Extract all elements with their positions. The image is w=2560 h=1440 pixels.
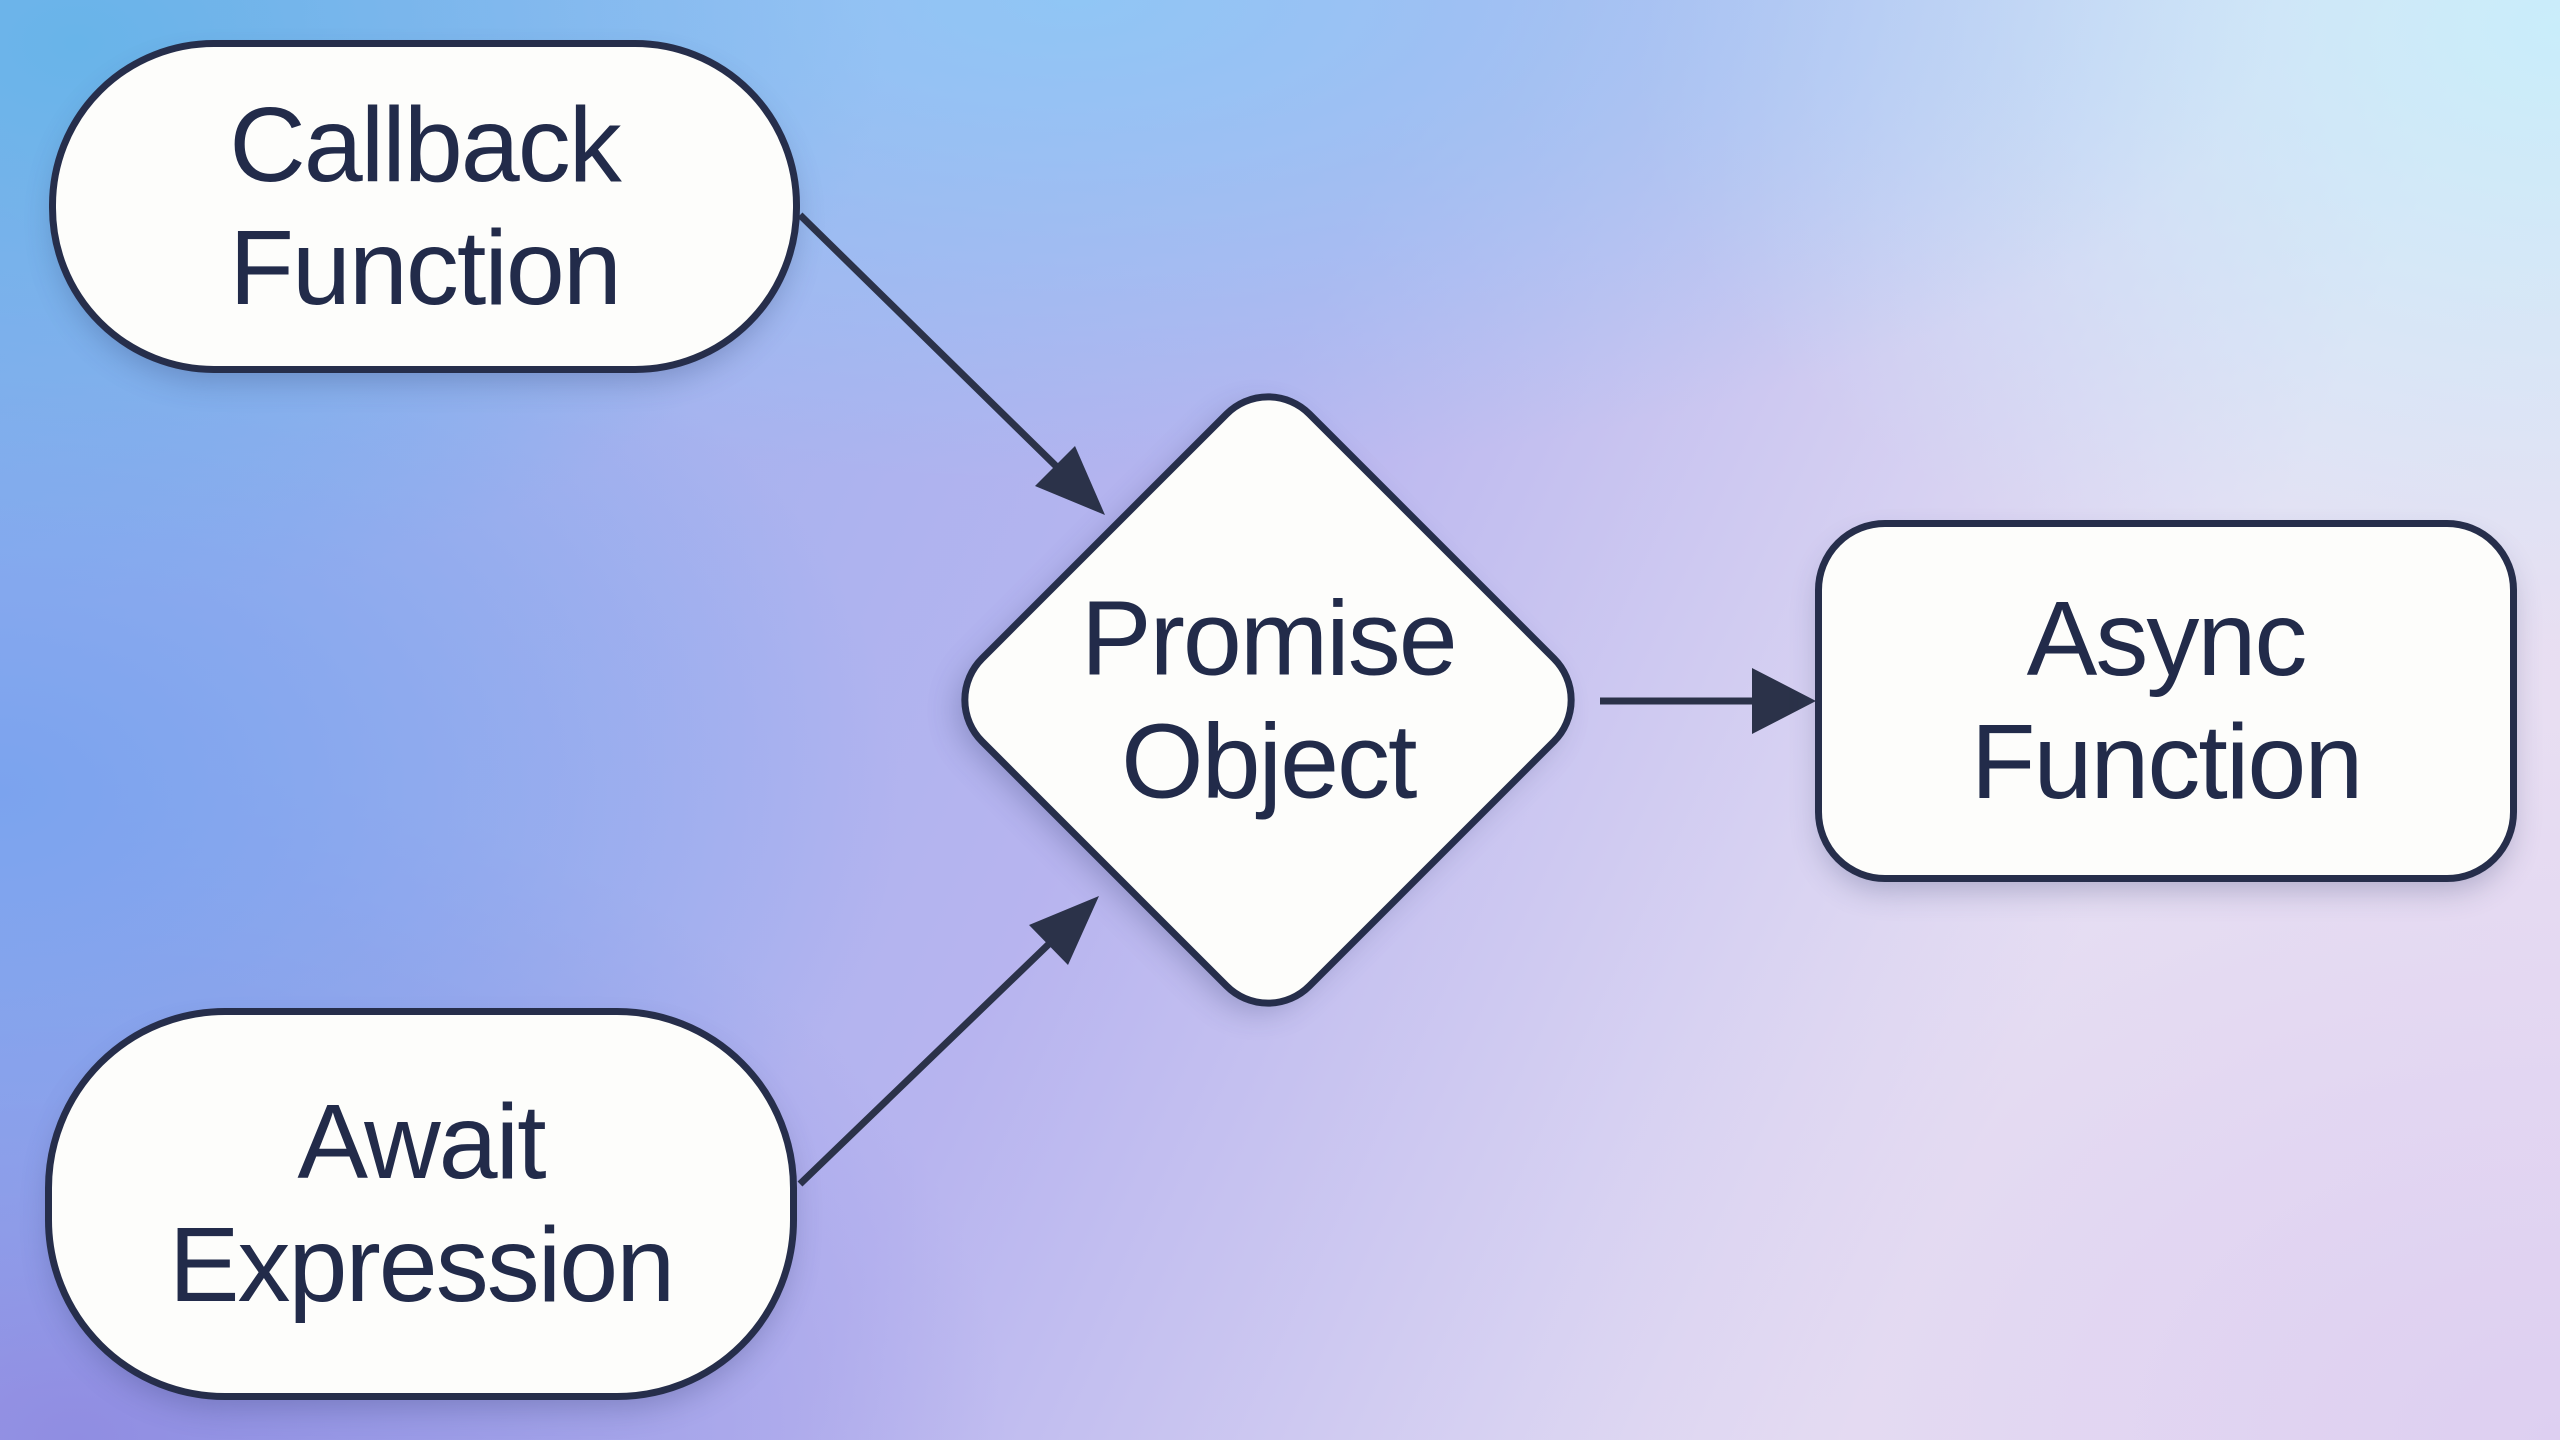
edge-await-to-promise <box>797 896 1099 1187</box>
node-await-expression-label: Await Expression <box>168 1081 675 1327</box>
node-promise-object-label: Promise Object <box>1081 577 1456 823</box>
edge-promise-to-async <box>1600 668 1816 734</box>
node-callback-function-line2: Function <box>229 208 622 327</box>
edge-callback-to-promise-line <box>797 212 1061 471</box>
node-await-expression: Await Expression <box>45 1008 797 1400</box>
node-async-function-label: Async Function <box>1970 578 2364 824</box>
edge-await-to-promise-arrowhead-icon <box>1029 896 1099 965</box>
node-callback-function-line1: Callback <box>229 85 622 204</box>
node-async-function: Async Function <box>1815 520 2517 882</box>
edge-callback-to-promise-arrowhead-icon <box>1035 446 1105 515</box>
node-promise-object-line1: Promise <box>1080 579 1456 698</box>
edge-await-to-promise-line <box>797 938 1055 1187</box>
node-await-expression-line1: Await <box>297 1083 546 1202</box>
node-async-function-line1: Async <box>2026 580 2308 699</box>
node-async-function-line2: Function <box>1970 703 2364 821</box>
node-callback-function-label: Callback Function <box>229 84 622 330</box>
node-promise-object-line2: Object <box>1120 701 1416 820</box>
node-callback-function: Callback Function <box>49 40 800 373</box>
edge-callback-to-promise <box>797 212 1105 515</box>
edge-promise-to-async-arrowhead-icon <box>1752 668 1816 734</box>
node-await-expression-line2: Expression <box>168 1206 675 1324</box>
